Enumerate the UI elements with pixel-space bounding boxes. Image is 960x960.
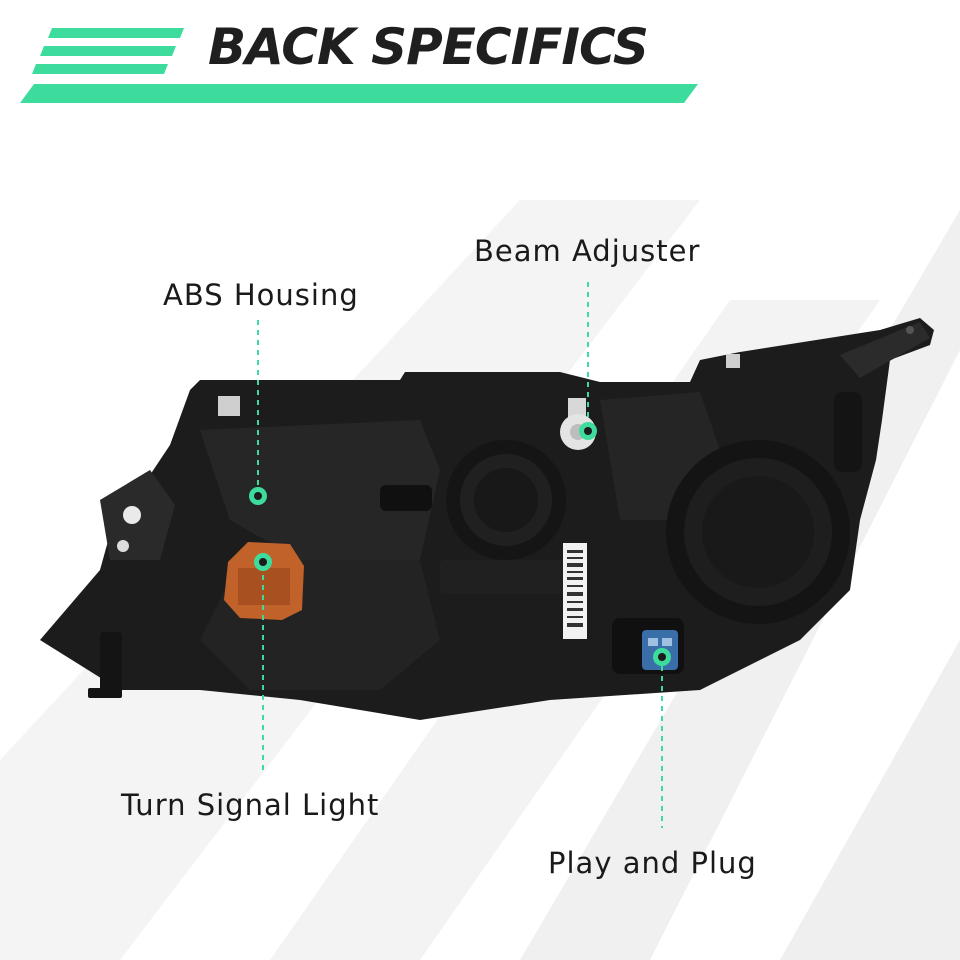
beam-adjuster-label: Beam Adjuster [474, 234, 701, 268]
low-beam-cap [446, 440, 566, 560]
barcode-sticker [563, 543, 587, 639]
turn-signal-light-label: Turn Signal Light [121, 788, 380, 822]
page-title: BACK SPECIFICS [208, 18, 649, 76]
header-accent-bars [20, 28, 698, 103]
play-and-plug-label: Play and Plug [548, 846, 757, 880]
wire-connector [612, 618, 684, 674]
high-beam-cap [666, 440, 850, 624]
abs-housing-label: ABS Housing [163, 278, 359, 312]
callout-dots [249, 422, 671, 666]
callout-markers [257, 282, 663, 828]
